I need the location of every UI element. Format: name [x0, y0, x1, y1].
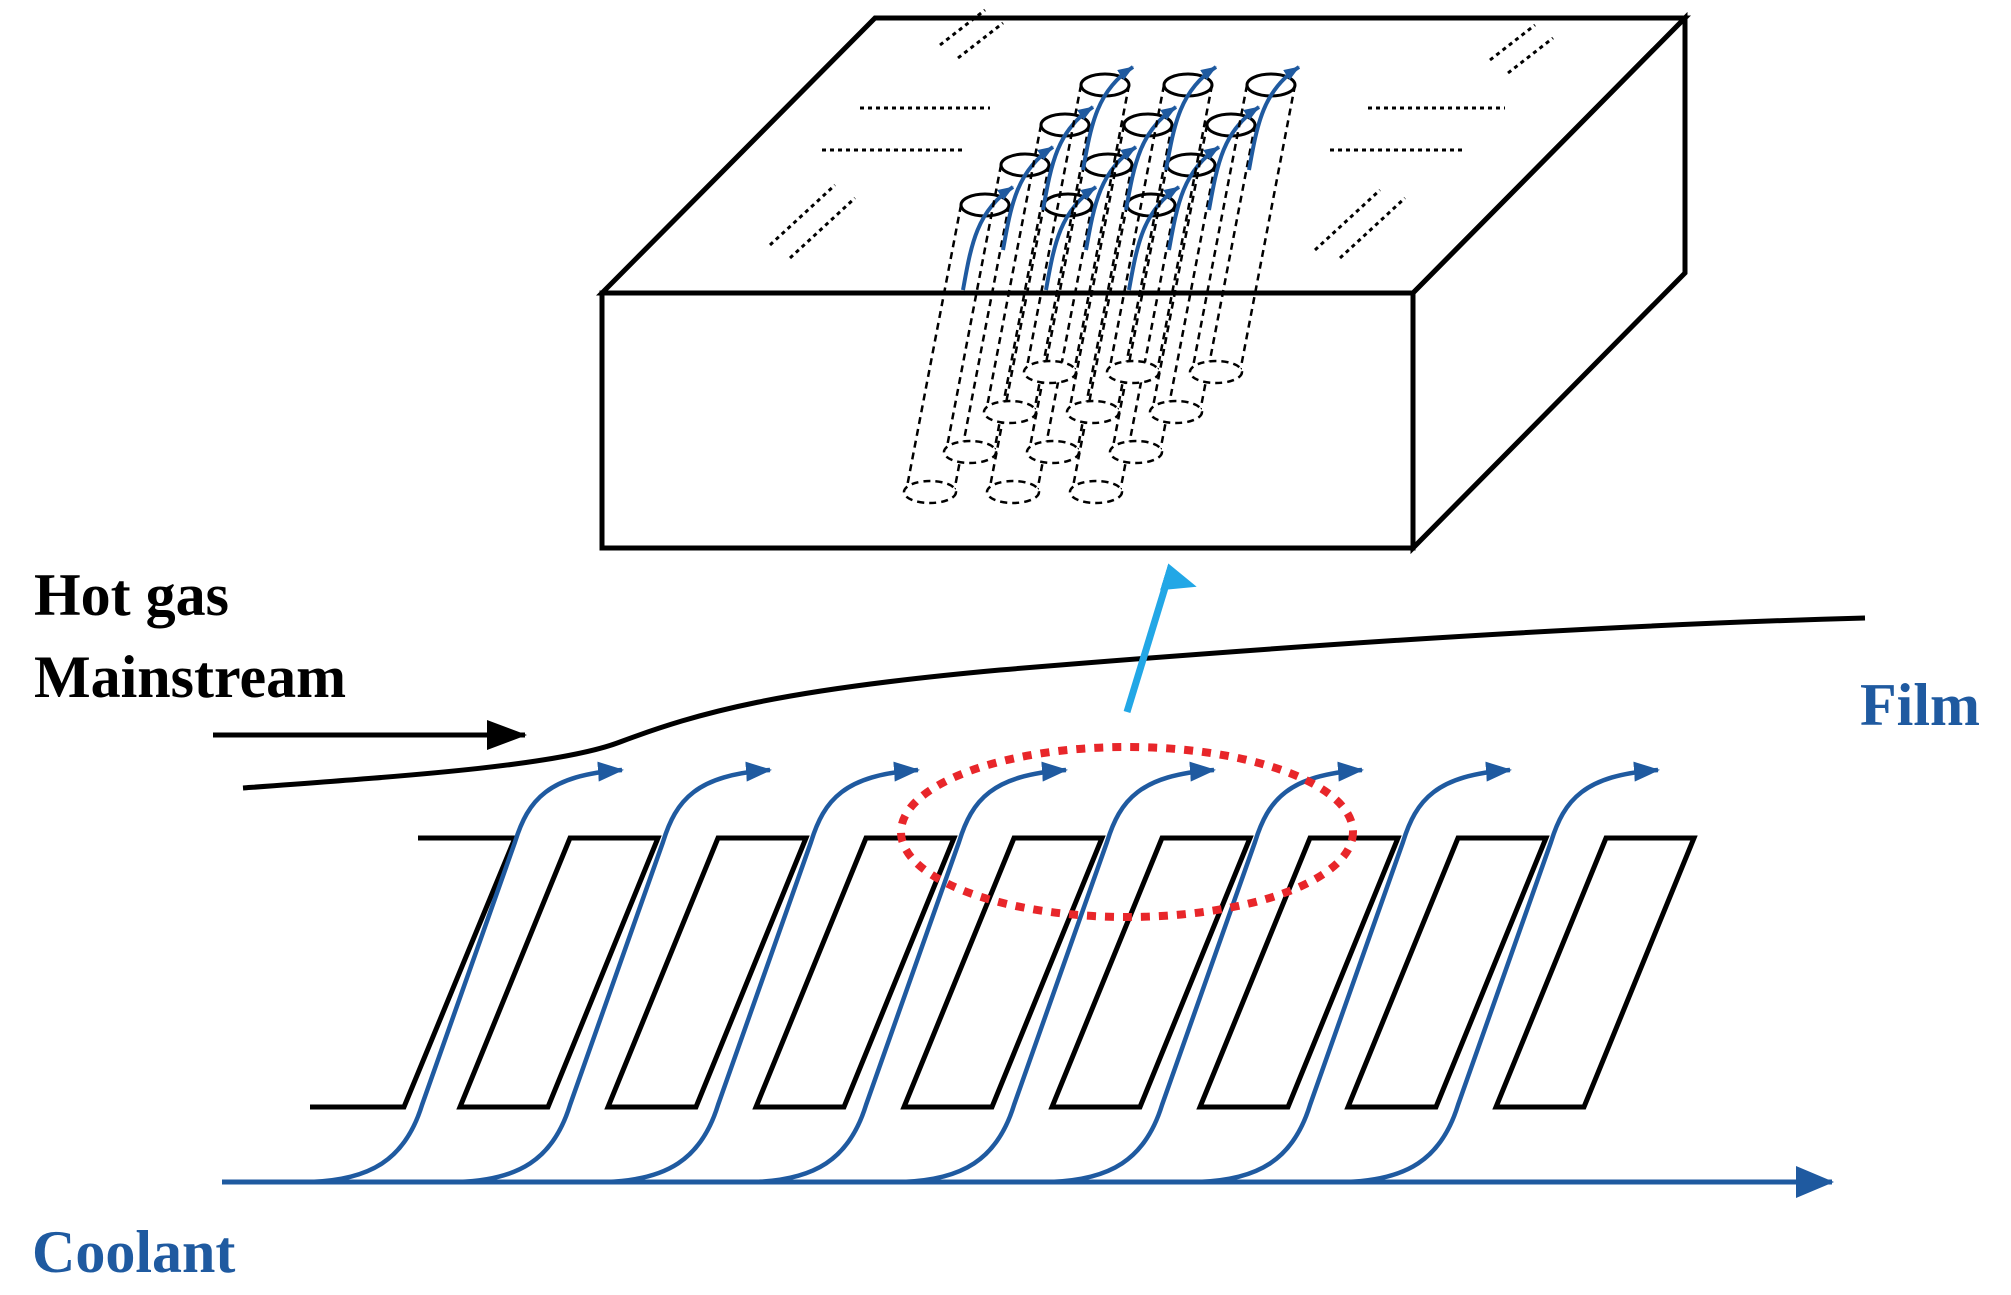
coolant-flow-path	[457, 761, 772, 1185]
coolant-label: Coolant	[32, 1219, 235, 1285]
hole-flow-arrow	[961, 185, 1015, 291]
hole-flow-arrow	[1124, 105, 1178, 211]
hole-flow-arrow	[1164, 65, 1218, 171]
wall-segment	[604, 835, 810, 1110]
hole-flow-arrow	[1041, 105, 1095, 211]
hole-flow-arrow	[1044, 185, 1098, 291]
coolant-flow-path	[753, 761, 1068, 1185]
wall-segment	[1196, 835, 1402, 1110]
coolant-flow-path	[901, 761, 1216, 1185]
cooling-hole	[1025, 145, 1138, 465]
coolant-flow-path	[1197, 761, 1512, 1185]
mainstream-boundary-line	[242, 615, 1866, 791]
coolant-flow-paths	[309, 761, 1660, 1185]
cooling-hole	[1188, 65, 1301, 385]
wall-segment	[1344, 835, 1550, 1110]
plate-side-face	[1410, 11, 1688, 555]
zoom-arrow	[1123, 563, 1197, 714]
cooling-hole	[1105, 65, 1218, 385]
hole-flow-arrow	[1167, 145, 1221, 251]
hole-flow-arrow	[1127, 185, 1181, 291]
wall-segment	[1492, 835, 1698, 1110]
hot-gas-label: Hot gas	[34, 562, 229, 628]
hole-flow-arrow	[1081, 65, 1135, 171]
wall-segment	[1048, 835, 1254, 1110]
surface-row-markers	[768, 8, 1554, 260]
cooling-hole	[1022, 65, 1135, 385]
hole-flow-arrow	[1001, 145, 1055, 251]
coolant-flow-path	[605, 761, 920, 1185]
wall-segment	[752, 835, 958, 1110]
hole-array	[902, 65, 1301, 505]
hole-flow-arrow	[1084, 145, 1138, 251]
mainstream-label: Mainstream	[34, 644, 346, 710]
wall-segment	[900, 835, 1106, 1110]
wall-segment	[456, 835, 662, 1110]
highlight-region	[897, 743, 1357, 921]
cooling-hole	[942, 145, 1055, 465]
hole-flow-arrow	[1207, 105, 1261, 211]
wall-left-step	[310, 835, 519, 1110]
coolant-flow-path	[309, 761, 624, 1185]
wall-segments	[456, 835, 1698, 1110]
film-label: Film	[1860, 672, 1980, 738]
coolant-flow-path	[1345, 761, 1660, 1185]
hole-flow-arrow	[1247, 65, 1301, 171]
